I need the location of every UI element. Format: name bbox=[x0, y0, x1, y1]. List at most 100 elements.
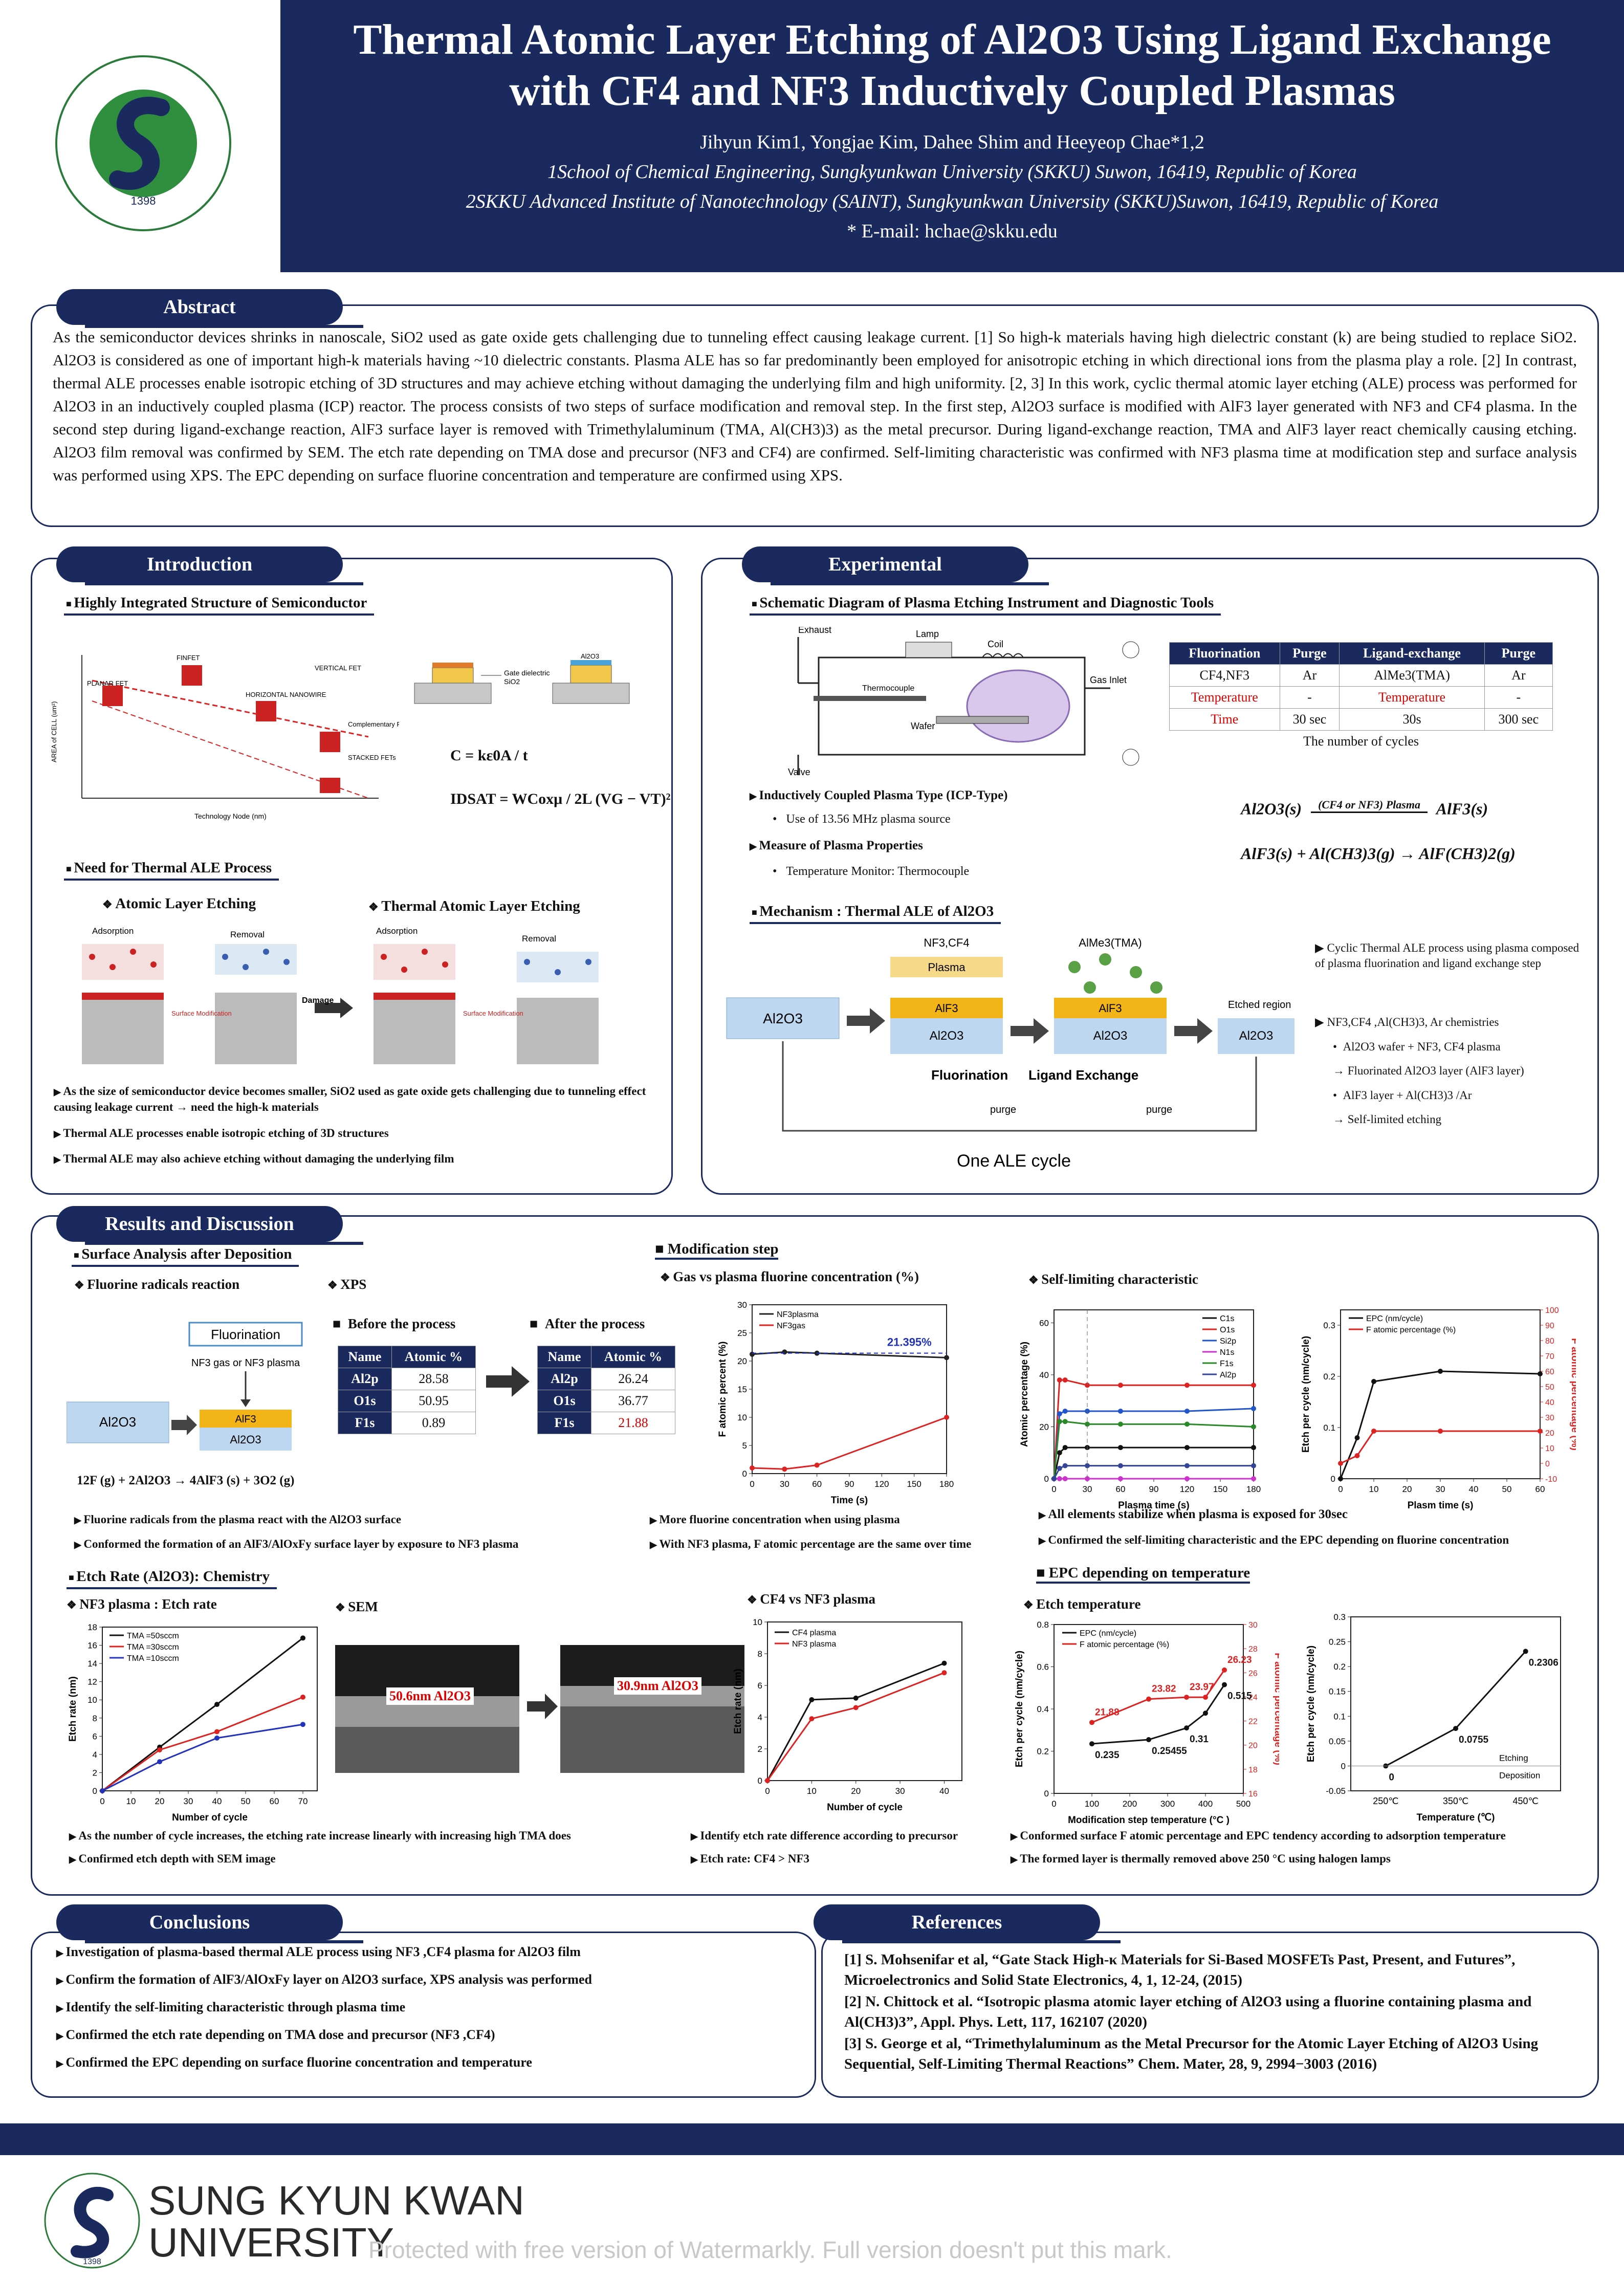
svg-text:Etched region: Etched region bbox=[1228, 999, 1291, 1011]
data-point bbox=[1118, 1463, 1123, 1468]
data-point bbox=[782, 1466, 787, 1472]
cf4-nf3-label: CF4 vs NF3 plasma bbox=[747, 1591, 875, 1607]
region-label: Etching bbox=[1499, 1753, 1528, 1763]
svg-text:Coil: Coil bbox=[987, 639, 1003, 649]
data-point bbox=[809, 1716, 815, 1722]
mech-note-6: → Self-limited etching bbox=[1333, 1113, 1442, 1126]
data-point bbox=[1538, 1371, 1543, 1376]
series-line-1 bbox=[1340, 1430, 1540, 1464]
xps-after-label: ■ After the process bbox=[530, 1316, 645, 1331]
svg-text:AlF3: AlF3 bbox=[935, 1002, 958, 1015]
y2-tick-label: 30 bbox=[1545, 1414, 1554, 1422]
region-label: Deposition bbox=[1499, 1770, 1540, 1780]
y-axis-label: F atomic percent (%) bbox=[717, 1342, 728, 1437]
data-point bbox=[1203, 1710, 1208, 1716]
y-tick-label: 0.2 bbox=[1333, 1662, 1346, 1672]
y-tick-label: 6 bbox=[758, 1681, 762, 1691]
xps-arrow bbox=[486, 1366, 530, 1397]
y-tick-label: 8 bbox=[93, 1714, 97, 1723]
y-tick-label: 10 bbox=[753, 1617, 762, 1627]
y-tick-label: 4 bbox=[758, 1713, 762, 1722]
surface-bullet-2: Conformed the formation of an AlF3/AlOxF… bbox=[74, 1537, 518, 1552]
y-tick-label: 0.2 bbox=[1323, 1372, 1335, 1381]
x-tick-label: 40 bbox=[1469, 1484, 1479, 1494]
data-point bbox=[853, 1705, 859, 1710]
data-point bbox=[1371, 1429, 1376, 1434]
data-point bbox=[1057, 1411, 1062, 1417]
nanowire-icon bbox=[256, 701, 276, 721]
svg-text:purge: purge bbox=[1146, 1104, 1172, 1115]
sem-label-after: 30.9nm Al2O3 bbox=[614, 1677, 701, 1695]
poster-title-line2: with CF4 and NF3 Inductively Coupled Pla… bbox=[509, 67, 1395, 115]
data-label: 0.25455 bbox=[1152, 1746, 1187, 1757]
svg-text:Fluorination: Fluorination bbox=[931, 1067, 1008, 1083]
data-point bbox=[1251, 1424, 1256, 1430]
legend-entry: EPC (nm/cycle) bbox=[1366, 1314, 1423, 1323]
data-point bbox=[1184, 1463, 1190, 1468]
comp-fet-icon bbox=[320, 732, 340, 752]
data-point bbox=[809, 1697, 815, 1702]
data-point bbox=[1453, 1726, 1458, 1731]
plot-frame bbox=[1054, 1309, 1254, 1479]
epc-temp-sub: ■ EPC depending on temperature bbox=[1036, 1565, 1250, 1584]
mod-step-label: ■ Modification step bbox=[655, 1241, 779, 1260]
legend-entry: TMA =50sccm bbox=[127, 1632, 179, 1640]
legend-entry: C1s bbox=[1220, 1314, 1234, 1323]
svg-text:Surface Modification: Surface Modification bbox=[171, 1010, 232, 1017]
svg-text:PLANAR FET: PLANAR FET bbox=[87, 679, 128, 687]
svg-text:One ALE cycle: One ALE cycle bbox=[957, 1151, 1071, 1171]
data-label: 0.2306 bbox=[1529, 1657, 1559, 1668]
conclusions-list: Investigation of plasma-based thermal AL… bbox=[56, 1944, 803, 2071]
svg-text:AlMe3(TMA): AlMe3(TMA) bbox=[1079, 936, 1142, 949]
legend-entry: F atomic percentage (%) bbox=[1080, 1640, 1169, 1649]
y-tick-label: 5 bbox=[742, 1441, 747, 1451]
series-line-1 bbox=[1053, 1379, 1254, 1479]
svg-text:AlF3: AlF3 bbox=[1099, 1002, 1122, 1015]
legend-entry: NF3plasma bbox=[777, 1310, 819, 1319]
mod-bullet-4: Confirmed the self-limiting characterist… bbox=[1039, 1532, 1509, 1548]
y2-axis-label: F atomic percentage (%) bbox=[1272, 1653, 1279, 1765]
data-label: 0.0755 bbox=[1459, 1735, 1489, 1745]
svg-text:Al2O3: Al2O3 bbox=[930, 1029, 964, 1043]
transistor-diagrams: Gate dielectric SiO2 Al2O3 bbox=[414, 652, 630, 704]
data-point bbox=[1118, 1421, 1123, 1427]
y2-tick-label: 20 bbox=[1248, 1742, 1258, 1750]
y2-tick-label: 70 bbox=[1545, 1352, 1554, 1361]
x-tick-label: 90 bbox=[845, 1479, 854, 1489]
sem-arrow bbox=[527, 1694, 558, 1719]
svg-text:Surface Modification: Surface Modification bbox=[463, 1010, 523, 1017]
series-line-1 bbox=[102, 1696, 303, 1792]
series-line-0 bbox=[766, 1662, 945, 1781]
svg-text:Al2O3: Al2O3 bbox=[99, 1414, 136, 1430]
legend-entry: TMA =10sccm bbox=[127, 1654, 179, 1663]
svg-text:Valve: Valve bbox=[788, 767, 810, 777]
series-line-0 bbox=[1385, 1651, 1526, 1767]
ale-process-diagram: Adsorption Removal Adsorption Removal Su… bbox=[82, 926, 599, 1064]
x-tick-label: 10 bbox=[1369, 1484, 1379, 1494]
planar-fet-icon bbox=[102, 686, 123, 706]
introduction-heading: Introduction bbox=[56, 546, 363, 585]
y-axis-label: Etch per cycle (nm/cycle) bbox=[1306, 1646, 1316, 1762]
x-tick-label: 120 bbox=[1180, 1484, 1194, 1494]
y-tick-label: 0.3 bbox=[1323, 1321, 1335, 1330]
y-tick-label: 0 bbox=[1331, 1474, 1335, 1484]
fluorination-diagram: Fluorination NF3 gas or NF3 plasma Al2O3… bbox=[67, 1322, 303, 1451]
y-tick-label: 0 bbox=[1044, 1474, 1049, 1484]
data-label: 0.235 bbox=[1095, 1750, 1120, 1761]
x-tick-label: 60 bbox=[812, 1479, 822, 1489]
data-point bbox=[1062, 1463, 1068, 1468]
x-tick-label: 60 bbox=[270, 1796, 279, 1806]
x-tick-label: 70 bbox=[298, 1796, 308, 1806]
svg-text:Adsorption: Adsorption bbox=[92, 926, 134, 936]
annotation-label: 21.395% bbox=[887, 1336, 932, 1349]
icp-bullet: Inductively Coupled Plasma Type (ICP-Typ… bbox=[750, 788, 1007, 804]
y-tick-label: 60 bbox=[1039, 1318, 1049, 1328]
abstract-heading: Abstract bbox=[56, 289, 363, 328]
data-point bbox=[1085, 1476, 1090, 1481]
svg-text:Fluorination: Fluorination bbox=[211, 1327, 280, 1342]
x-tick-label: 50 bbox=[1502, 1484, 1512, 1494]
sem-label: SEM bbox=[335, 1599, 378, 1615]
